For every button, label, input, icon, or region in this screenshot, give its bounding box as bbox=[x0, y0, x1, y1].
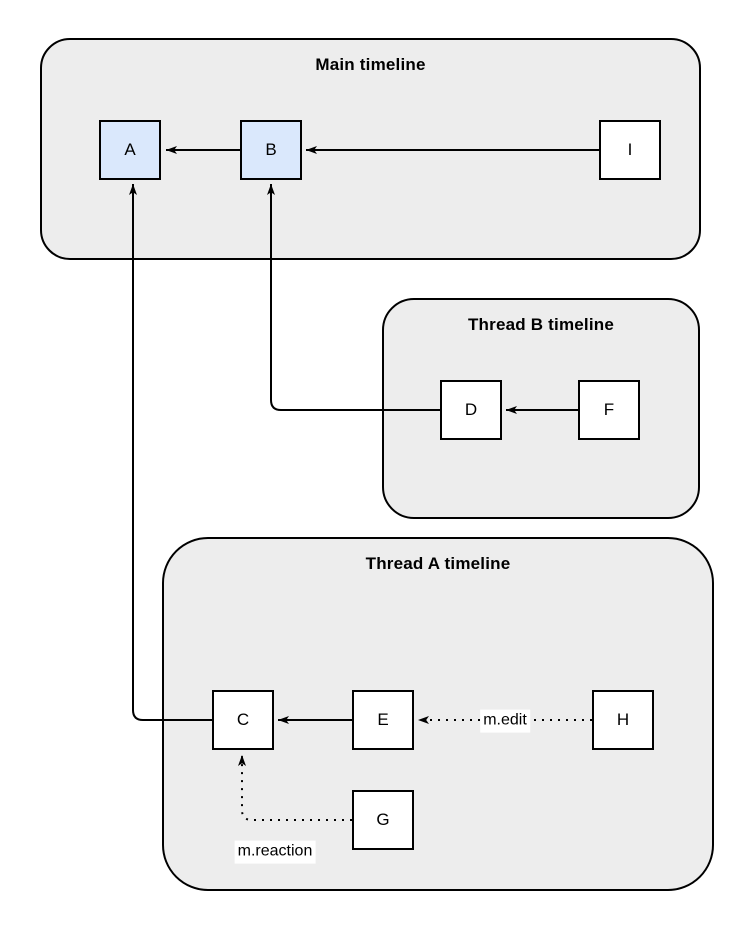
main-timeline-title: Main timeline bbox=[315, 55, 426, 74]
node-c: C bbox=[212, 690, 274, 750]
node-i: I bbox=[599, 120, 661, 180]
node-e: E bbox=[352, 690, 414, 750]
edge-label-m-edit: m.edit bbox=[480, 709, 530, 733]
node-g: G bbox=[352, 790, 414, 850]
edge-label-m-reaction: m.reaction bbox=[234, 840, 316, 864]
thread-a-timeline-title: Thread A timeline bbox=[365, 554, 511, 573]
node-a: A bbox=[99, 120, 161, 180]
node-f: F bbox=[578, 380, 640, 440]
node-d: D bbox=[440, 380, 502, 440]
node-h: H bbox=[592, 690, 654, 750]
thread-b-timeline-title: Thread B timeline bbox=[467, 315, 615, 334]
node-b: B bbox=[240, 120, 302, 180]
container-thread-b-timeline: Thread B timeline bbox=[382, 298, 700, 519]
